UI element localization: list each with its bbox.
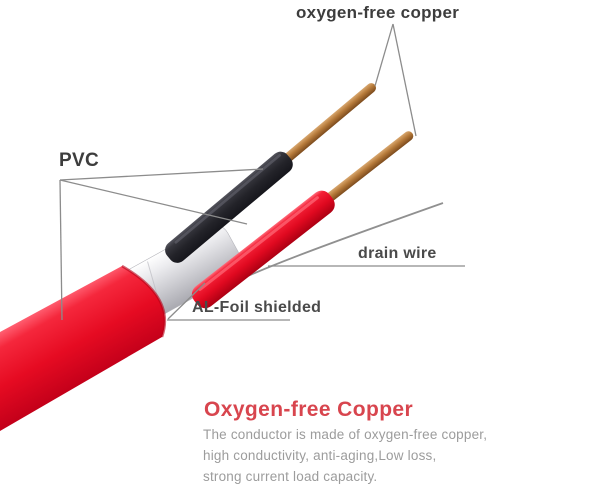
description-line-3: strong current load capacity. <box>203 469 378 484</box>
label-al-foil-shielded: AL-Foil shielded <box>192 299 322 316</box>
black-insulated-wire <box>165 83 376 263</box>
description-heading: Oxygen-free Copper <box>204 398 414 421</box>
description-line-2: high conductivity, anti-aging,Low loss, <box>203 448 437 463</box>
leader-pvc-black <box>59 168 264 181</box>
red-insulated-wire <box>191 131 414 309</box>
label-oxygen-free-copper: oxygen-free copper <box>296 3 460 22</box>
leader-copper-right <box>392 23 417 137</box>
leader-copper-left <box>374 23 394 87</box>
leader-foil <box>167 282 206 320</box>
copper-conductor-top <box>282 83 376 164</box>
pvc-outer-jacket <box>0 266 165 431</box>
leader-pvc-red <box>59 179 248 225</box>
jacket-cut-edge <box>121 264 167 338</box>
label-drain-wire: drain wire <box>358 245 437 262</box>
copper-conductor-bottom <box>324 131 414 203</box>
leader-pvc-jacket <box>59 179 63 321</box>
description-body: The conductor is made of oxygen-free cop… <box>203 424 523 487</box>
description-line-1: The conductor is made of oxygen-free cop… <box>203 427 488 442</box>
leader-lines <box>59 23 465 321</box>
label-pvc: PVC <box>59 150 99 171</box>
